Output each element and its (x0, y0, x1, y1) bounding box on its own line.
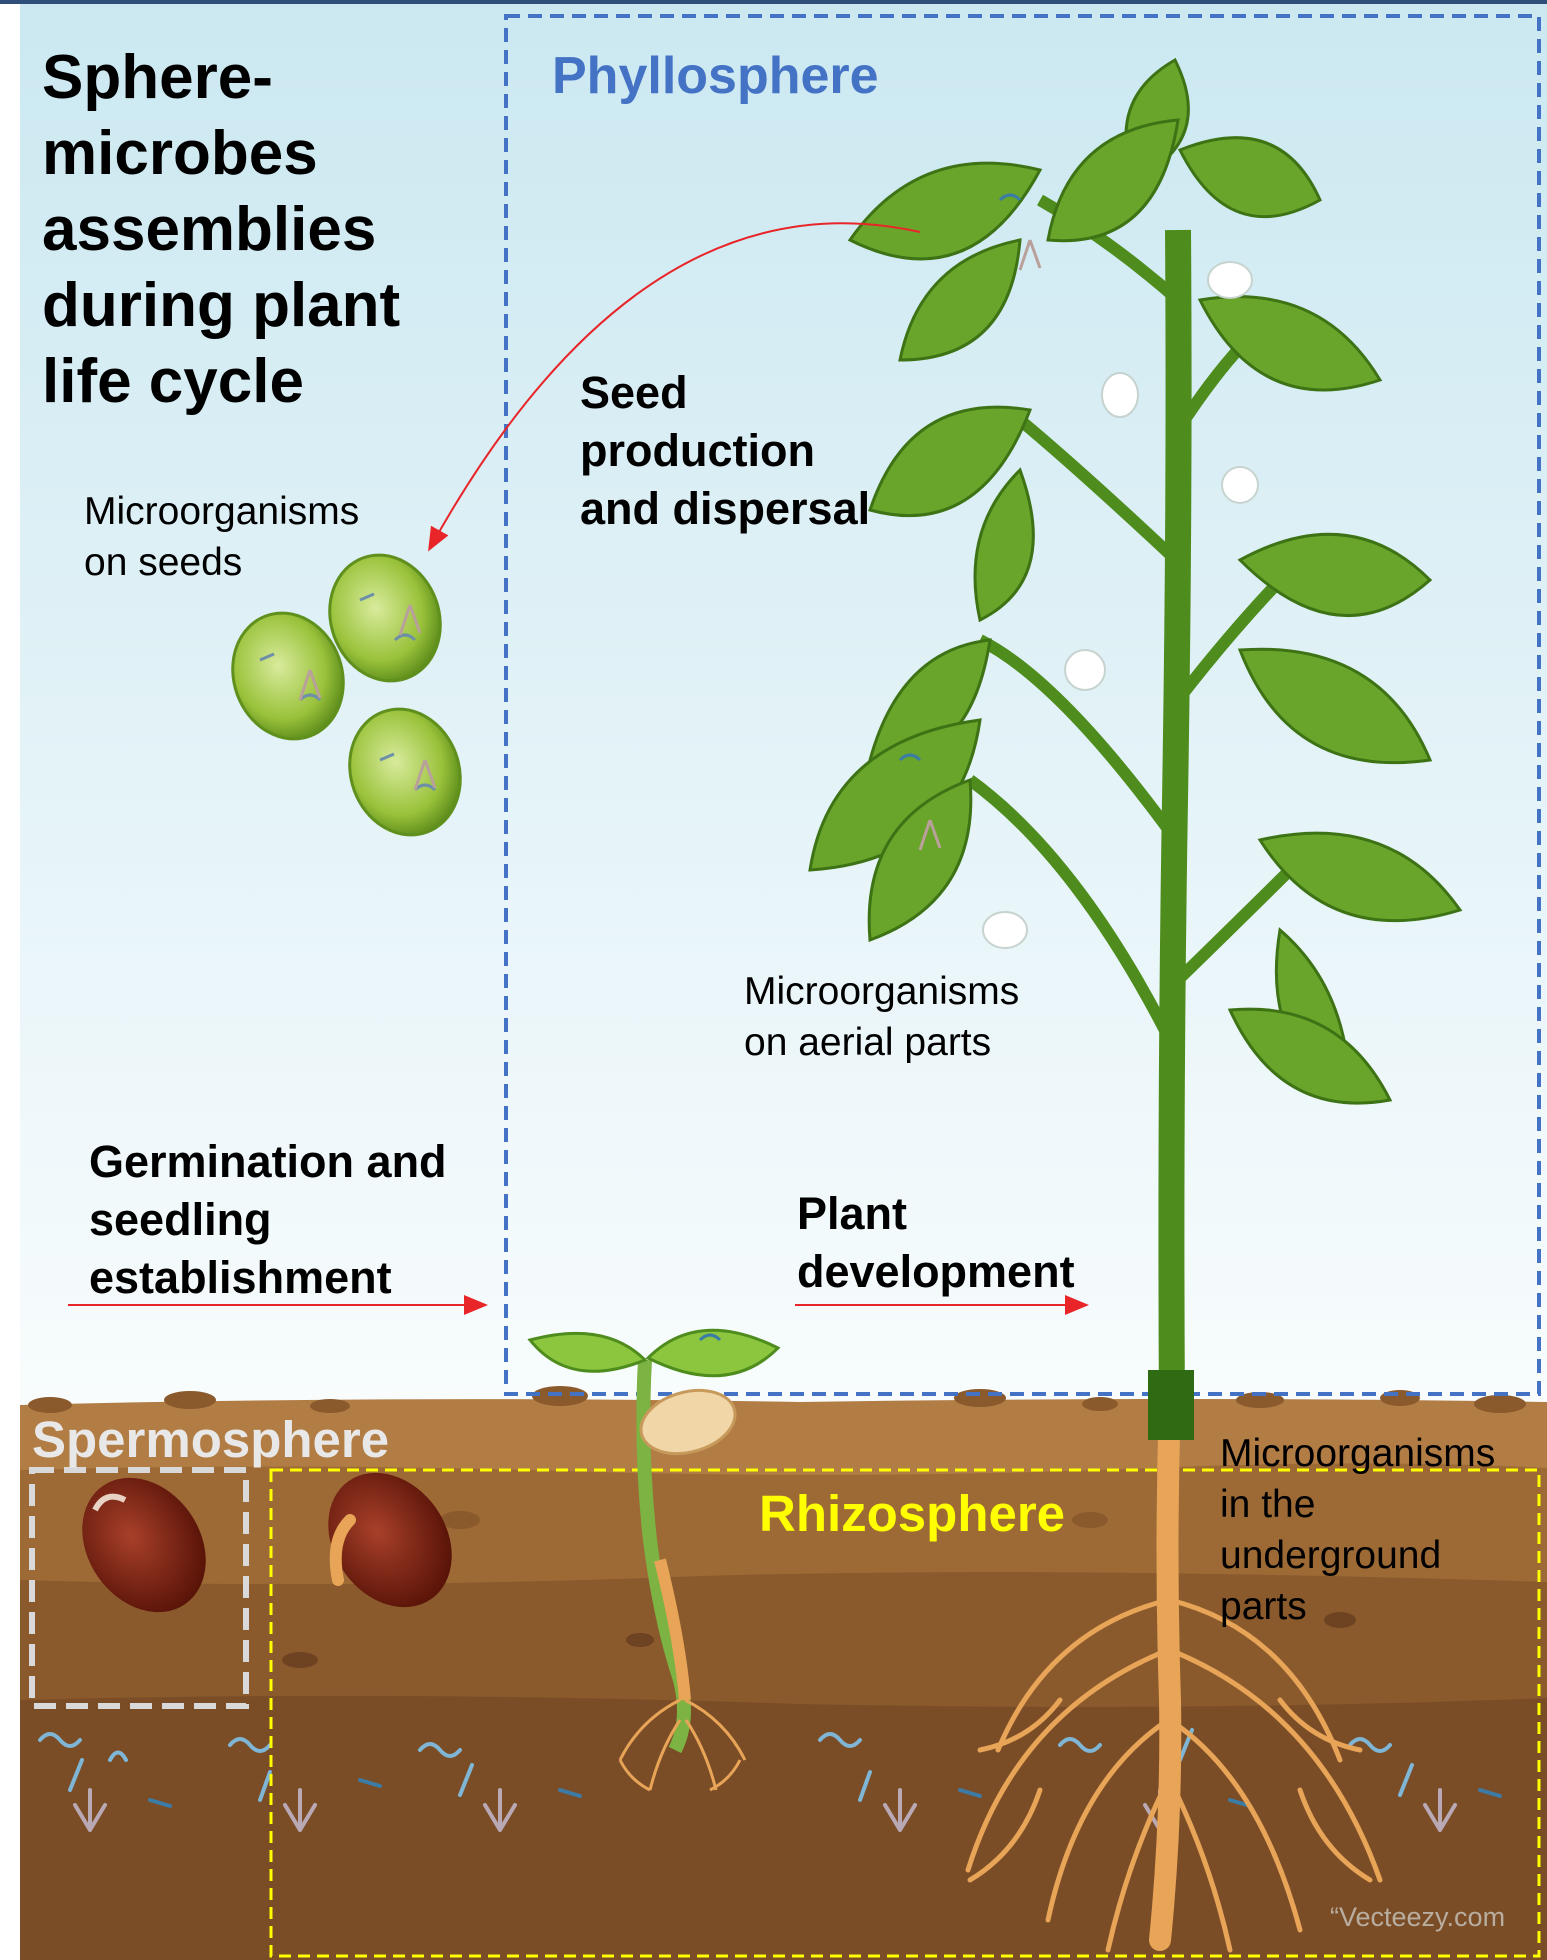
rhizosphere-label: Rhizosphere (759, 1484, 1065, 1543)
plant-development-label: Plant development (797, 1185, 1075, 1301)
germination-label: Germination and seedling establishment (89, 1133, 447, 1307)
seed-production-label: Seed production and dispersal (580, 364, 870, 538)
seed-microbes-label: Microorganisms on seeds (84, 486, 359, 588)
phyllosphere-label: Phyllosphere (552, 46, 879, 106)
aerial-microbes-label: Microorganisms on aerial parts (744, 966, 1019, 1068)
underground-microbes-label: Microorganisms in the underground parts (1220, 1428, 1495, 1632)
image-credit: “Vecteezy.com (1330, 1902, 1505, 1933)
diagram-title: Sphere- microbes assemblies during plant… (42, 40, 462, 420)
spermosphere-label: Spermosphere (32, 1410, 389, 1469)
